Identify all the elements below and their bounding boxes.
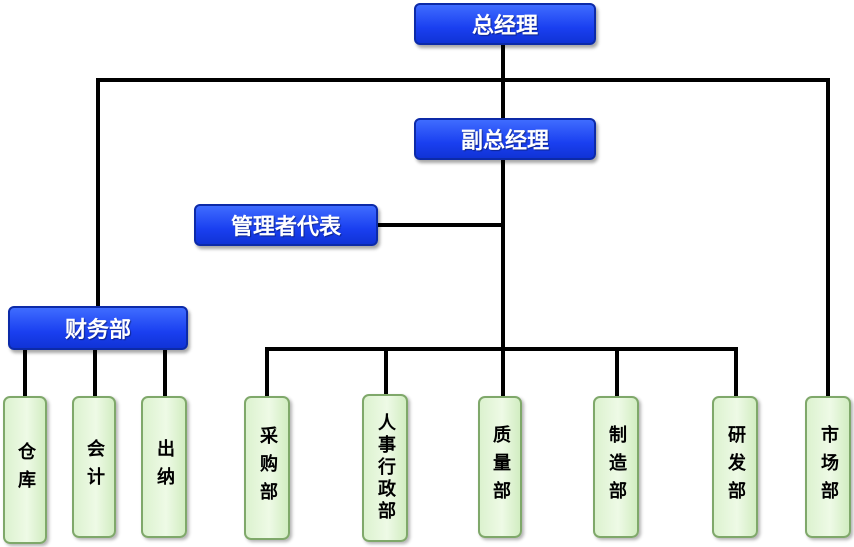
hr-admin-dept-label: 人事行政部 — [375, 413, 396, 523]
management-rep-label: 管理者代表 — [230, 215, 341, 240]
market-dept-node: 市场部 — [805, 396, 851, 538]
hr-admin-dept-node: 人事行政部 — [362, 394, 408, 542]
quality-dept-node: 质量部 — [478, 396, 522, 538]
manufacturing-dept-label: 制造部 — [606, 425, 627, 509]
finance-dept-node: 财务部 — [8, 306, 188, 350]
purchasing-dept-node: 采购部 — [244, 396, 290, 540]
rnd-dept-label: 研发部 — [725, 425, 746, 509]
market-dept-label: 市场部 — [818, 425, 839, 509]
manufacturing-dept-node: 制造部 — [593, 396, 639, 538]
deputy-manager-label: 副总经理 — [460, 129, 549, 154]
cashier-label: 出纳 — [154, 439, 175, 495]
rnd-dept-node: 研发部 — [712, 396, 758, 538]
general-manager-label: 总经理 — [471, 14, 538, 39]
management-rep-node: 管理者代表 — [194, 204, 378, 246]
accounting-node: 会计 — [72, 396, 116, 538]
warehouse-node: 仓库 — [3, 396, 47, 544]
finance-dept-label: 财务部 — [64, 318, 131, 343]
quality-dept-label: 质量部 — [490, 425, 511, 509]
deputy-manager-node: 副总经理 — [414, 118, 596, 160]
purchasing-dept-label: 采购部 — [257, 426, 278, 510]
general-manager-node: 总经理 — [414, 3, 596, 45]
warehouse-label: 仓库 — [15, 442, 36, 498]
cashier-node: 出纳 — [141, 396, 187, 538]
accounting-label: 会计 — [84, 439, 105, 495]
